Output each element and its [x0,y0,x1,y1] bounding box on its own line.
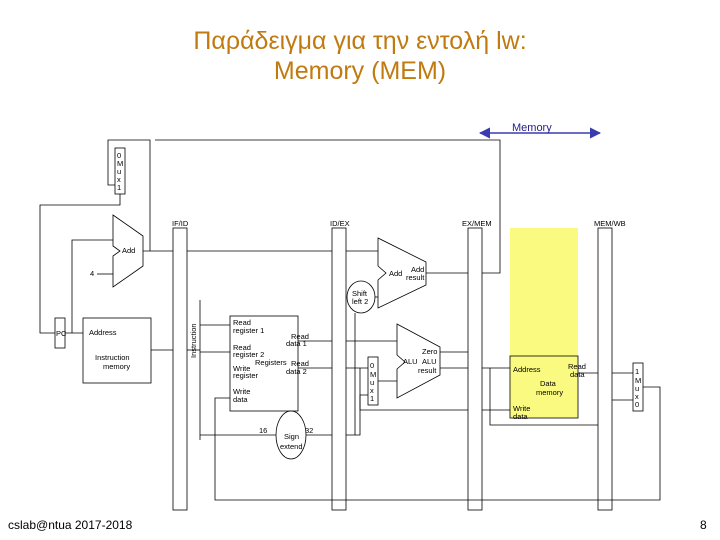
sign-extend-out-width: 32 [305,426,313,435]
mux-wb-u: u [635,384,639,393]
dmem-name-b: memory [536,388,563,397]
reg-read-reg1-a: Read [233,318,251,327]
adder-if [112,214,144,288]
mux-if-u: u [117,167,121,176]
instruction-memory [82,317,152,384]
footer-course: cslab@ntua 2017-2018 [8,518,133,532]
mux-wb-1: 1 [635,367,639,376]
alu-zero: Zero [422,347,437,356]
pipeline-register-ex-mem [467,227,483,511]
reg-read-data2-b: data 2 [286,367,307,376]
imem-name-line1: Instruction [95,353,130,362]
dmem-read-b: data [570,370,585,379]
sign-extend-label-b: extend [280,442,303,451]
reg-read-reg2-a: Read [233,343,251,352]
reg-write-reg-b: register [233,371,259,380]
mux-ex-x: x [370,386,374,395]
adder-ex-result-b: result [406,273,425,282]
imem-instruction-output-label: Instruction [189,323,198,358]
mux-if-0: 0 [117,151,121,160]
adder-ex [377,237,427,309]
mux-ex-1: 1 [370,394,374,403]
adder-if-label: Add [122,246,135,255]
alu-result-a: ALU [422,357,437,366]
register-file [229,315,299,412]
pc-label: PC [56,329,67,338]
reg-file-name: Registers [255,358,287,367]
reg-read-reg2-b: register 2 [233,350,264,359]
reg-read-reg1-b: register 1 [233,326,264,335]
slide-title-line2: Memory (MEM) [273,57,447,85]
label-if-id: IF/ID [172,219,189,228]
slide-title-line1: Παράδειγμα για την εντολή lw: [193,27,527,55]
constant-four: 4 [90,269,94,278]
mux-ex-u: u [370,378,374,387]
label-ex-mem: EX/MEM [462,219,492,228]
sign-extend-label-a: Sign [284,432,299,441]
dmem-address: Address [513,365,541,374]
label-id-ex: ID/EX [330,219,350,228]
adder-ex-result-a: Add [411,265,424,274]
sign-extend-in-width: 16 [259,426,267,435]
dmem-name-a: Data [540,379,557,388]
reg-write-data-b: data [233,395,248,404]
pipeline-register-mem-wb [597,227,613,511]
reg-write-data-a: Write [233,387,250,396]
mux-if-1: 1 [117,183,121,192]
alu-name: ALU [403,357,418,366]
mux-if-x: x [117,175,121,184]
reg-write-reg-a: Write [233,364,250,373]
adder-ex-name: Add [389,269,402,278]
shift-label-b: left 2 [352,297,368,306]
mux-ex-0: 0 [370,361,374,370]
data-memory [509,355,579,419]
dmem-read-a: Read [568,362,586,371]
label-mem-wb: MEM/WB [594,219,626,228]
reg-read-data1-a: Read [291,332,309,341]
mux-if-m: M [117,159,123,168]
mux-wb-x: x [635,392,639,401]
memory-stage-label: Memory [512,122,552,134]
imem-name-line2: memory [103,362,130,371]
datapath-wires [39,139,661,501]
dmem-write-b: data [513,412,528,421]
page-number: 8 [700,518,707,532]
dmem-write-a: Write [513,404,530,413]
reg-read-data2-a: Read [291,359,309,368]
mux-wb-0: 0 [635,400,639,409]
alu-result-b: result [418,366,437,375]
mux-wb-m: M [635,376,641,385]
reg-read-data1-b: data 1 [286,339,307,348]
imem-address-label: Address [89,328,117,337]
pipeline-register-if-id [172,227,188,511]
shift-label-a: Shift [352,289,368,298]
mux-ex-m: M [370,370,376,379]
pipeline-register-id-ex [331,227,347,511]
